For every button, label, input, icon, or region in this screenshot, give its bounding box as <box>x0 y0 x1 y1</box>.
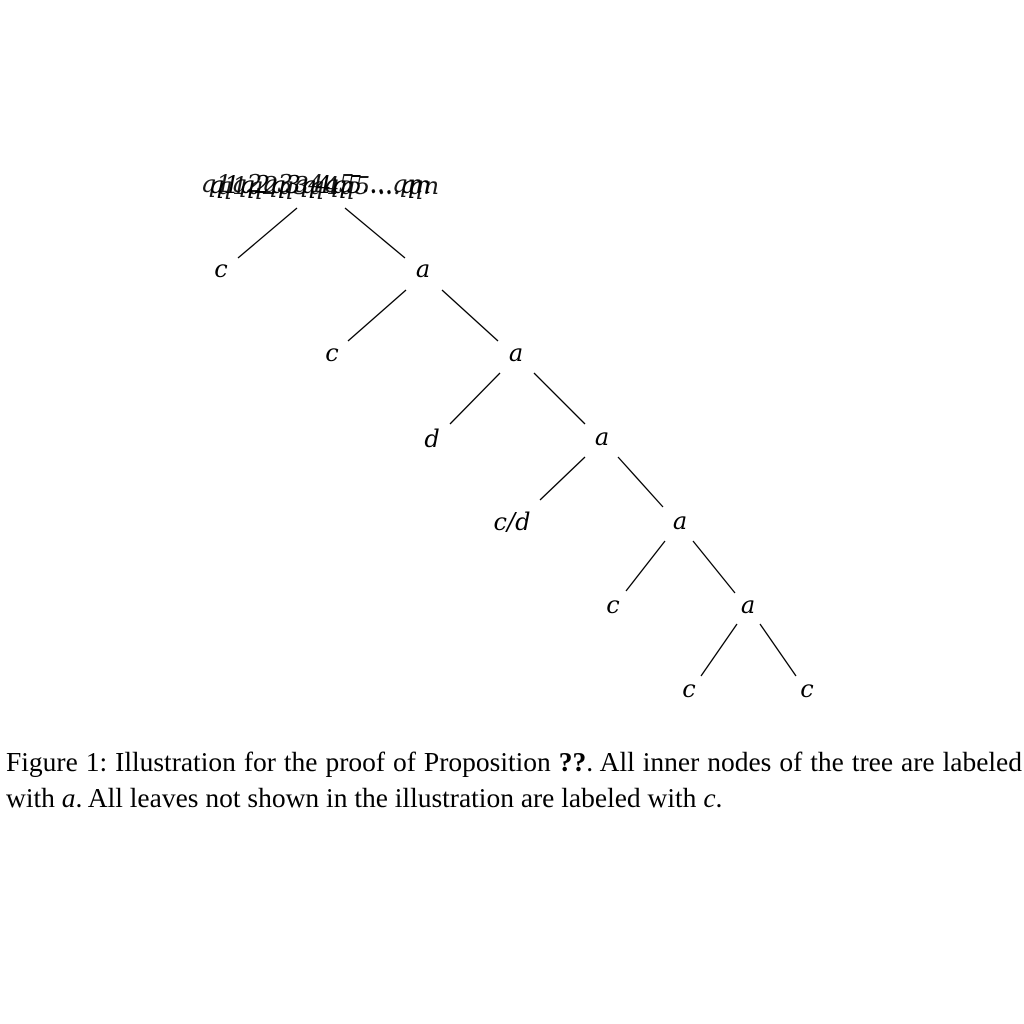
tree-node: c <box>682 675 695 703</box>
edge <box>237 207 298 259</box>
caption-suffix: . <box>715 782 723 813</box>
edge <box>344 207 406 259</box>
caption-middle2: . All leaves not shown in the illustrati… <box>75 782 704 813</box>
tree-diagram: q1q2q3q4q5 ... qn q1q2q3q4q5 ... qn q1q2… <box>201 170 814 703</box>
edge <box>759 623 797 677</box>
tree-nodes: c a c a d a c/d a c a c c <box>214 255 813 703</box>
root-label-text: q1q2q3q4q5 ... qn <box>209 171 431 199</box>
edge <box>625 540 666 592</box>
root-label-overlay: q1q2q3q4q5 ... qn <box>217 172 439 200</box>
tree-node: c/d <box>494 508 531 536</box>
caption-var-c: c <box>703 782 716 813</box>
tree-node: c <box>325 339 338 367</box>
edge <box>441 289 499 342</box>
tree-node: c <box>606 591 619 619</box>
edge <box>617 456 664 508</box>
edge <box>692 540 736 594</box>
caption-ref: ?? <box>558 746 587 777</box>
tree-node: a <box>416 255 430 283</box>
tree-node: a <box>673 507 687 535</box>
edge <box>700 623 738 677</box>
figure-caption: Figure 1: Illustration for the proof of … <box>6 744 1022 816</box>
tree-node: c <box>800 675 813 703</box>
caption-prefix: Figure 1: Illustration for the proof of … <box>6 746 559 777</box>
edge <box>533 372 586 425</box>
caption-middle: . All inner nodes of the tree are labele… <box>6 746 1023 813</box>
edge <box>539 456 586 501</box>
tree-node: a <box>595 423 609 451</box>
edge <box>347 289 407 342</box>
root-label: q1q2q3q4q5 ... qn q1q2q3q4q5 ... qn q1q2… <box>201 170 439 200</box>
tree-node: c <box>214 255 227 283</box>
caption-var-a: a <box>61 782 76 813</box>
tree-node: a <box>741 591 755 619</box>
edge <box>449 372 501 425</box>
tree-edges <box>237 207 797 677</box>
root-label-overlay: q1q2q3q4q5 ... qn <box>201 170 423 198</box>
tree-node: a <box>509 339 523 367</box>
tree-node: d <box>424 425 439 453</box>
